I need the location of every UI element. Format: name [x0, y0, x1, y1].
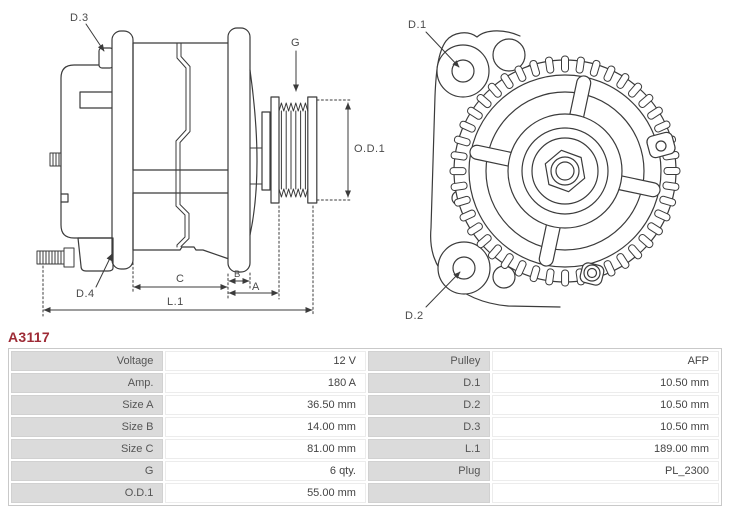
alternator-front-view: D.1 D.2 [405, 19, 681, 322]
spec-value: 12 V [165, 351, 366, 371]
shaft-washer [261, 111, 271, 191]
right-tab [646, 131, 676, 159]
front-face-bulge [249, 69, 258, 236]
dim-label-c: C [176, 273, 184, 285]
body-lower [132, 192, 230, 260]
cooling-fins [449, 55, 681, 287]
spec-value: 189.00 mm [492, 439, 719, 459]
spec-label: Size C [11, 439, 164, 459]
spec-value: 10.50 mm [492, 395, 719, 415]
body-seam-b [179, 42, 191, 247]
spec-label: Plug [367, 461, 491, 481]
d1-leader-line [425, 31, 460, 68]
spec-label: D.1 [367, 373, 491, 393]
spec-label: Size A [11, 395, 164, 415]
stator-ring-inner [468, 74, 662, 268]
spec-label: O.D.1 [11, 483, 164, 503]
spec-value [492, 483, 719, 503]
d4-leader-line [95, 253, 113, 288]
spec-label: L.1 [367, 439, 491, 459]
rear-housing [60, 64, 113, 239]
top-bracket-hole [492, 38, 526, 72]
part-number: A3117 [8, 329, 50, 345]
spec-value: 180 A [165, 373, 366, 393]
spec-value: 6 qty. [165, 461, 366, 481]
spec-label: Amp. [11, 373, 164, 393]
body-seam-a [175, 42, 187, 248]
spokes [469, 75, 661, 267]
spec-value: AFP [492, 351, 719, 371]
spec-value: PL_2300 [492, 461, 719, 481]
dim-label-d3: D.3 [70, 12, 89, 24]
dim-label-d2: D.2 [405, 310, 424, 322]
d4-mounting-lug [77, 237, 114, 272]
spec-label [367, 483, 491, 503]
spec-value: 55.00 mm [165, 483, 366, 503]
dim-label-d4: D.4 [76, 288, 95, 300]
front-cover [485, 91, 645, 251]
dim-label-d1: D.1 [408, 19, 427, 31]
dim-label-g: G [291, 37, 300, 49]
dim-label-od1: O.D.1 [354, 143, 385, 155]
rear-bracket-bar [111, 30, 134, 270]
spec-value: 10.50 mm [492, 417, 719, 437]
dim-label-a: A [252, 281, 260, 293]
shaft [249, 147, 263, 185]
pulley [270, 96, 318, 204]
rear-housing-notch [60, 193, 69, 203]
spec-label: D.2 [367, 395, 491, 415]
spec-value: 10.50 mm [492, 373, 719, 393]
spec-value: 36.50 mm [165, 395, 366, 415]
bottom-bracket-hole [492, 265, 516, 289]
spec-value: 14.00 mm [165, 417, 366, 437]
terminal-stud [49, 152, 62, 167]
spec-label: D.3 [367, 417, 491, 437]
front-bracket-bar [227, 27, 251, 273]
bottom-tab [579, 262, 605, 286]
rear-housing-slot [79, 91, 113, 109]
spec-label: Size B [11, 417, 164, 437]
threaded-stud [36, 247, 75, 268]
alternator-side-view: D.3 G O.D.1 D.4 C B A L.1 [36, 12, 385, 317]
spec-label: G [11, 461, 164, 481]
spec-label: Pulley [367, 351, 491, 371]
spec-label: Voltage [11, 351, 164, 371]
dim-label-b: B [234, 269, 241, 280]
d2-leader-line [425, 271, 461, 308]
d3-leader-line [85, 23, 105, 52]
dim-label-l1: L.1 [167, 296, 184, 308]
d3-mounting-ear [98, 47, 114, 69]
technical-diagram: D.3 G O.D.1 D.4 C B A L.1 [36, 12, 681, 322]
spec-value: 81.00 mm [165, 439, 366, 459]
